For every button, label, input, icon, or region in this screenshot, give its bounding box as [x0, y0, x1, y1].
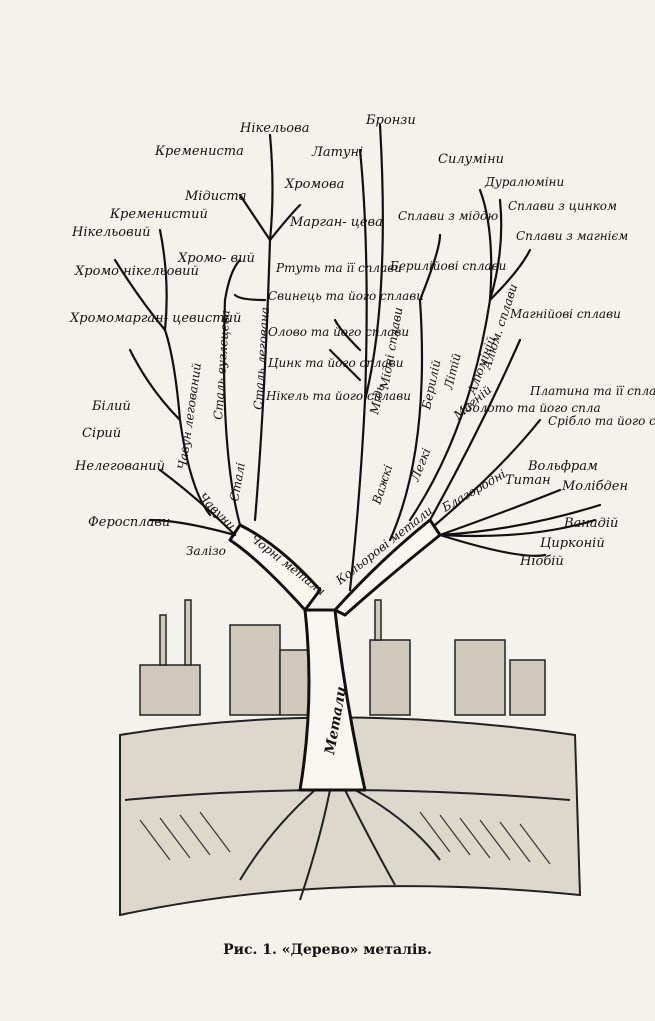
label-silver: Срібло та його сплави	[548, 414, 655, 428]
label-zinc-alloys: Сплави з цинком	[508, 199, 617, 213]
tree-branches	[228, 518, 442, 792]
tree-roots	[239, 789, 441, 901]
label-platinum: Платина та її сплави	[529, 384, 655, 398]
label-silumins: Силуміни	[438, 152, 504, 167]
label-titanium: Титан	[505, 473, 551, 488]
label-heavy: Важкі	[369, 463, 395, 507]
label-steels: Сталі	[227, 461, 248, 502]
label-silicon-steel: Кремениста	[154, 144, 244, 159]
label-nickel-iron: Нікельовий	[71, 225, 150, 240]
label-duralumins: Дуралюміни	[484, 175, 564, 189]
label-mercury: Ртуть та її сплави	[275, 261, 402, 275]
label-zinc: Цинк та його сплави	[268, 356, 403, 370]
label-white: Білий	[91, 399, 131, 414]
label-silicon-iron: Кременистий	[109, 207, 208, 222]
label-tungsten: Вольфрам	[527, 459, 598, 474]
label-brasses: Латуні	[311, 145, 363, 160]
label-magnesium-alloys: Магнійові сплави	[509, 307, 621, 321]
ground-scene	[119, 716, 582, 917]
label-nickel-steel: Нікельова	[239, 121, 309, 136]
label-copper: Мідь	[367, 383, 387, 416]
label-manganese-steel: Марган- цева	[289, 215, 383, 230]
label-bronzes: Бронзи	[365, 113, 416, 128]
label-chromomanganese: Хромомарган- цевистий	[69, 311, 241, 326]
label-chromium-steel: Хромова	[284, 177, 344, 192]
label-copper-alloys: Мідні сплави	[377, 306, 405, 391]
label-lithium: Літій	[441, 352, 464, 392]
label-grey: Сірий	[82, 426, 121, 441]
tree-twigs	[113, 123, 602, 592]
label-tin: Олово та його сплави	[268, 325, 409, 339]
label-lead: Свинець та його сплави	[268, 289, 424, 303]
label-ferroalloys: Феросплави	[88, 515, 170, 530]
label-carbon-steel: Сталь вуглецева	[211, 309, 233, 420]
label-noble: Благородні	[439, 467, 509, 515]
factories	[139, 599, 546, 716]
label-molybdenum: Молібден	[561, 479, 628, 494]
label-chromium-iron: Хромо- вий	[177, 251, 255, 266]
label-zirconium: Цирконій	[540, 536, 605, 551]
label-nickel: Нікель та його сплави	[265, 389, 411, 403]
figure-caption: Рис. 1. «Дерево» металів.	[223, 942, 432, 958]
label-magnesium-alloys-al: Сплави з магнієм	[516, 229, 628, 243]
label-gold: Золото та його спла	[465, 401, 601, 415]
label-copper-steel: Мідиста	[184, 189, 246, 204]
label-beryllium-alloys: Берилійові сплави	[389, 259, 506, 273]
label-chromonickel: Хромо нікельовий	[74, 264, 199, 279]
label-iron: Залізо	[186, 544, 226, 558]
label-copper-alloys-leaf: Сплави з міддю	[398, 209, 499, 223]
label-light: Легкі	[407, 446, 433, 484]
label-vanadium: Ванадій	[563, 516, 618, 531]
label-unalloyed: Нелегований	[74, 459, 165, 474]
label-niobium: Ніобій	[519, 554, 564, 569]
